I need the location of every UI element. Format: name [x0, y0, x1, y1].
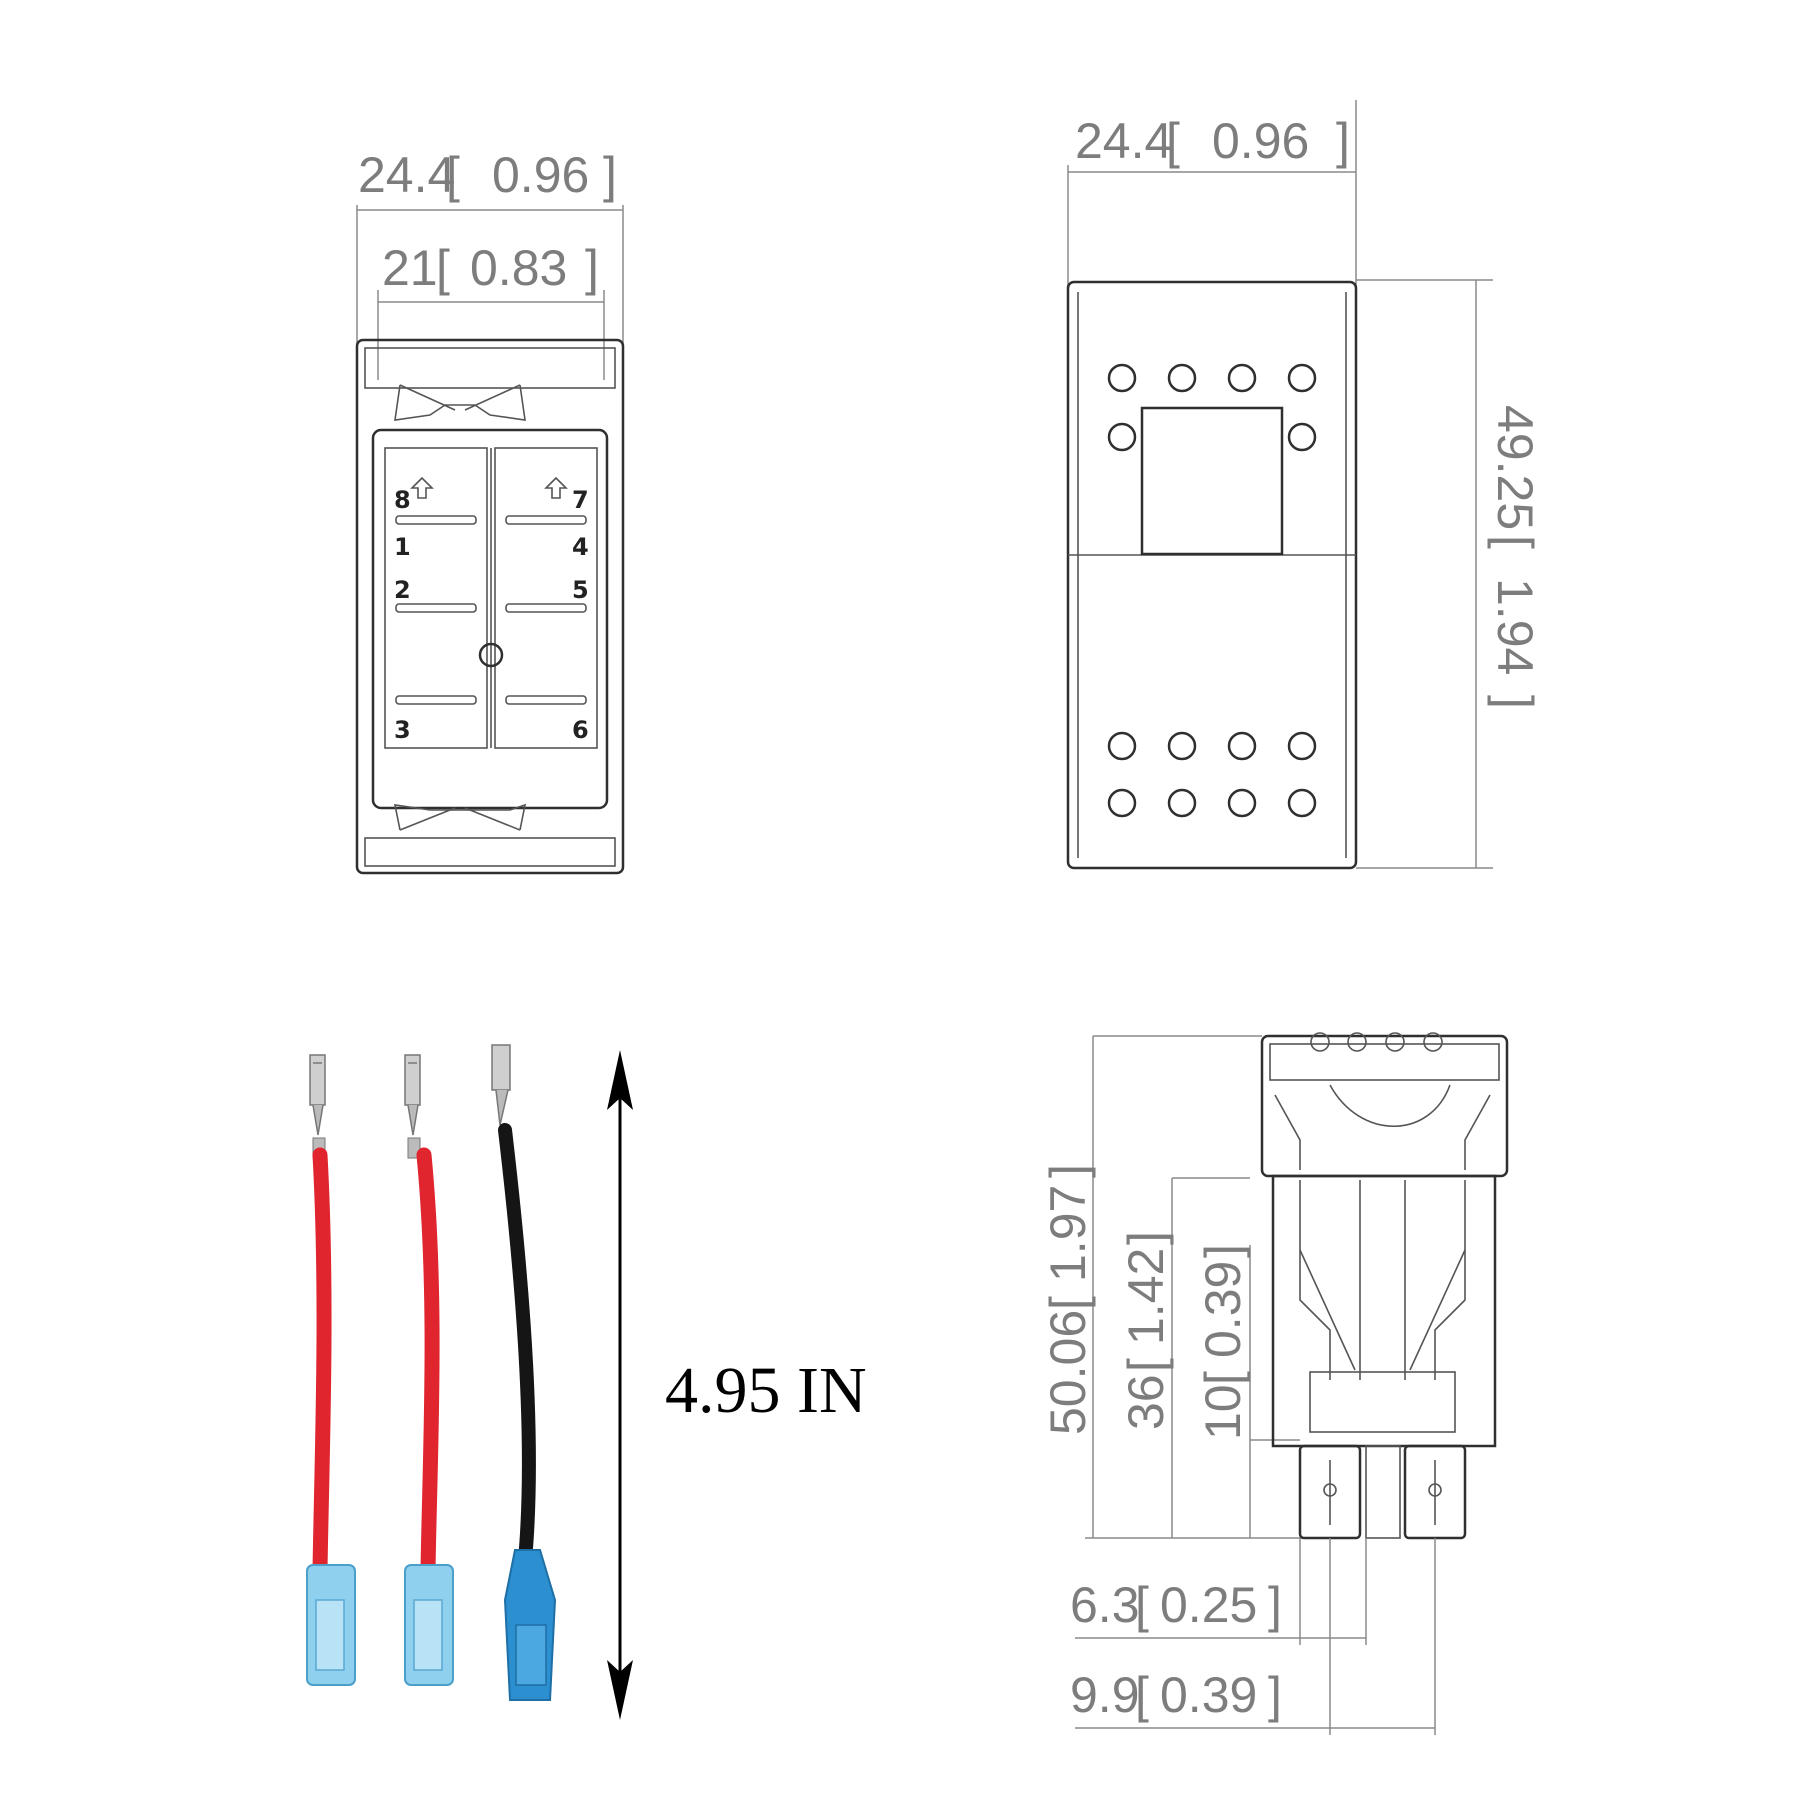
front-outer-width-in: 0.96	[492, 147, 589, 203]
red-wire-1	[306, 1054, 356, 1686]
side-terminal-width: 6.3	[1070, 1577, 1140, 1633]
side-tw-bracket-open: [	[1135, 1577, 1149, 1633]
side-actuator	[1260, 1034, 1509, 1178]
front-up-arrow-icon	[544, 476, 568, 499]
front-view: 24.4 [ 0.96 ] 21 [ 0.83 ]	[355, 147, 625, 875]
pin-label: 6	[572, 716, 589, 744]
actuator-height-in: 1.94	[1487, 578, 1543, 675]
side-total-height: 50.06	[1040, 1310, 1096, 1435]
actuator-view: 24.4 [ 0.96 ] 49.25 [ 1.94 ]	[1066, 100, 1543, 870]
side-terminal-width-in: 0.25	[1160, 1577, 1257, 1633]
front-inner-bracket-open: [	[436, 240, 450, 296]
actuator-width: 24.4	[1075, 113, 1172, 169]
side-view: 50.06 [ 1.97 ] 36 [ 1.42 ] 10 [ 0.39 ]	[1040, 1032, 1509, 1735]
actuator-bracket-close: ]	[1336, 113, 1350, 169]
pin-label: 2	[394, 576, 411, 604]
pin-label: 4	[572, 533, 589, 561]
front-up-arrow-icon	[410, 476, 434, 499]
front-bracket-open: [	[446, 147, 460, 203]
front-inner-width: 21	[382, 240, 438, 296]
side-terminal-length: 10	[1195, 1384, 1251, 1440]
side-body-height: 36	[1118, 1374, 1174, 1430]
red-wire-2	[404, 1054, 454, 1686]
actuator-height: 49.25	[1487, 405, 1543, 530]
pin-label: 5	[572, 576, 589, 604]
front-center-pivot	[478, 642, 504, 668]
side-terminal-pitch-in: 0.39	[1160, 1667, 1257, 1723]
side-total-bracket-open: [	[1040, 1296, 1096, 1310]
front-inner-width-in: 0.83	[470, 240, 567, 296]
front-switch-body	[355, 338, 625, 875]
side-tw-bracket-close: ]	[1268, 1577, 1282, 1633]
front-outer-width: 24.4	[358, 147, 455, 203]
front-terminal-housing	[371, 428, 609, 810]
actuator-bracket-open: [	[1166, 113, 1180, 169]
side-tp-bracket-open: [	[1135, 1667, 1149, 1723]
length-arrow	[607, 1050, 633, 1720]
side-terminal-length-in: 0.39	[1195, 1261, 1251, 1358]
front-bracket-close: ]	[603, 147, 617, 203]
actuator-lens-window	[1140, 406, 1284, 556]
actuator-height-bracket-open: [	[1487, 535, 1543, 549]
wire-length-label: 4.95 IN	[665, 1354, 867, 1427]
side-body-bracket-open: [	[1118, 1358, 1174, 1372]
black-wire	[491, 1044, 557, 1701]
actuator-height-bracket-close: ]	[1487, 695, 1543, 709]
actuator-top-led-holes	[1107, 363, 1317, 452]
side-total-bracket-close: ]	[1040, 1164, 1096, 1178]
side-terminal-bracket-close: ]	[1195, 1244, 1251, 1258]
pin-label: 7	[572, 486, 589, 514]
pin-label: 1	[394, 533, 411, 561]
side-tp-bracket-close: ]	[1268, 1667, 1282, 1723]
side-body-bracket-close: ]	[1118, 1231, 1174, 1245]
front-inner-bracket-close: ]	[585, 240, 599, 296]
actuator-body	[1066, 280, 1358, 870]
wire-harness: 4.95 IN	[306, 1044, 867, 1720]
side-terminal-bracket-open: [	[1195, 1371, 1251, 1385]
side-total-height-in: 1.97	[1040, 1185, 1096, 1282]
side-housing	[1271, 1174, 1497, 1448]
actuator-width-in: 0.96	[1212, 113, 1309, 169]
actuator-bottom-led-holes	[1107, 731, 1317, 818]
side-body-height-in: 1.42	[1118, 1248, 1174, 1345]
pin-label: 8	[394, 486, 411, 514]
pin-label: 3	[394, 716, 411, 744]
side-terminal-pitch: 9.9	[1070, 1667, 1140, 1723]
